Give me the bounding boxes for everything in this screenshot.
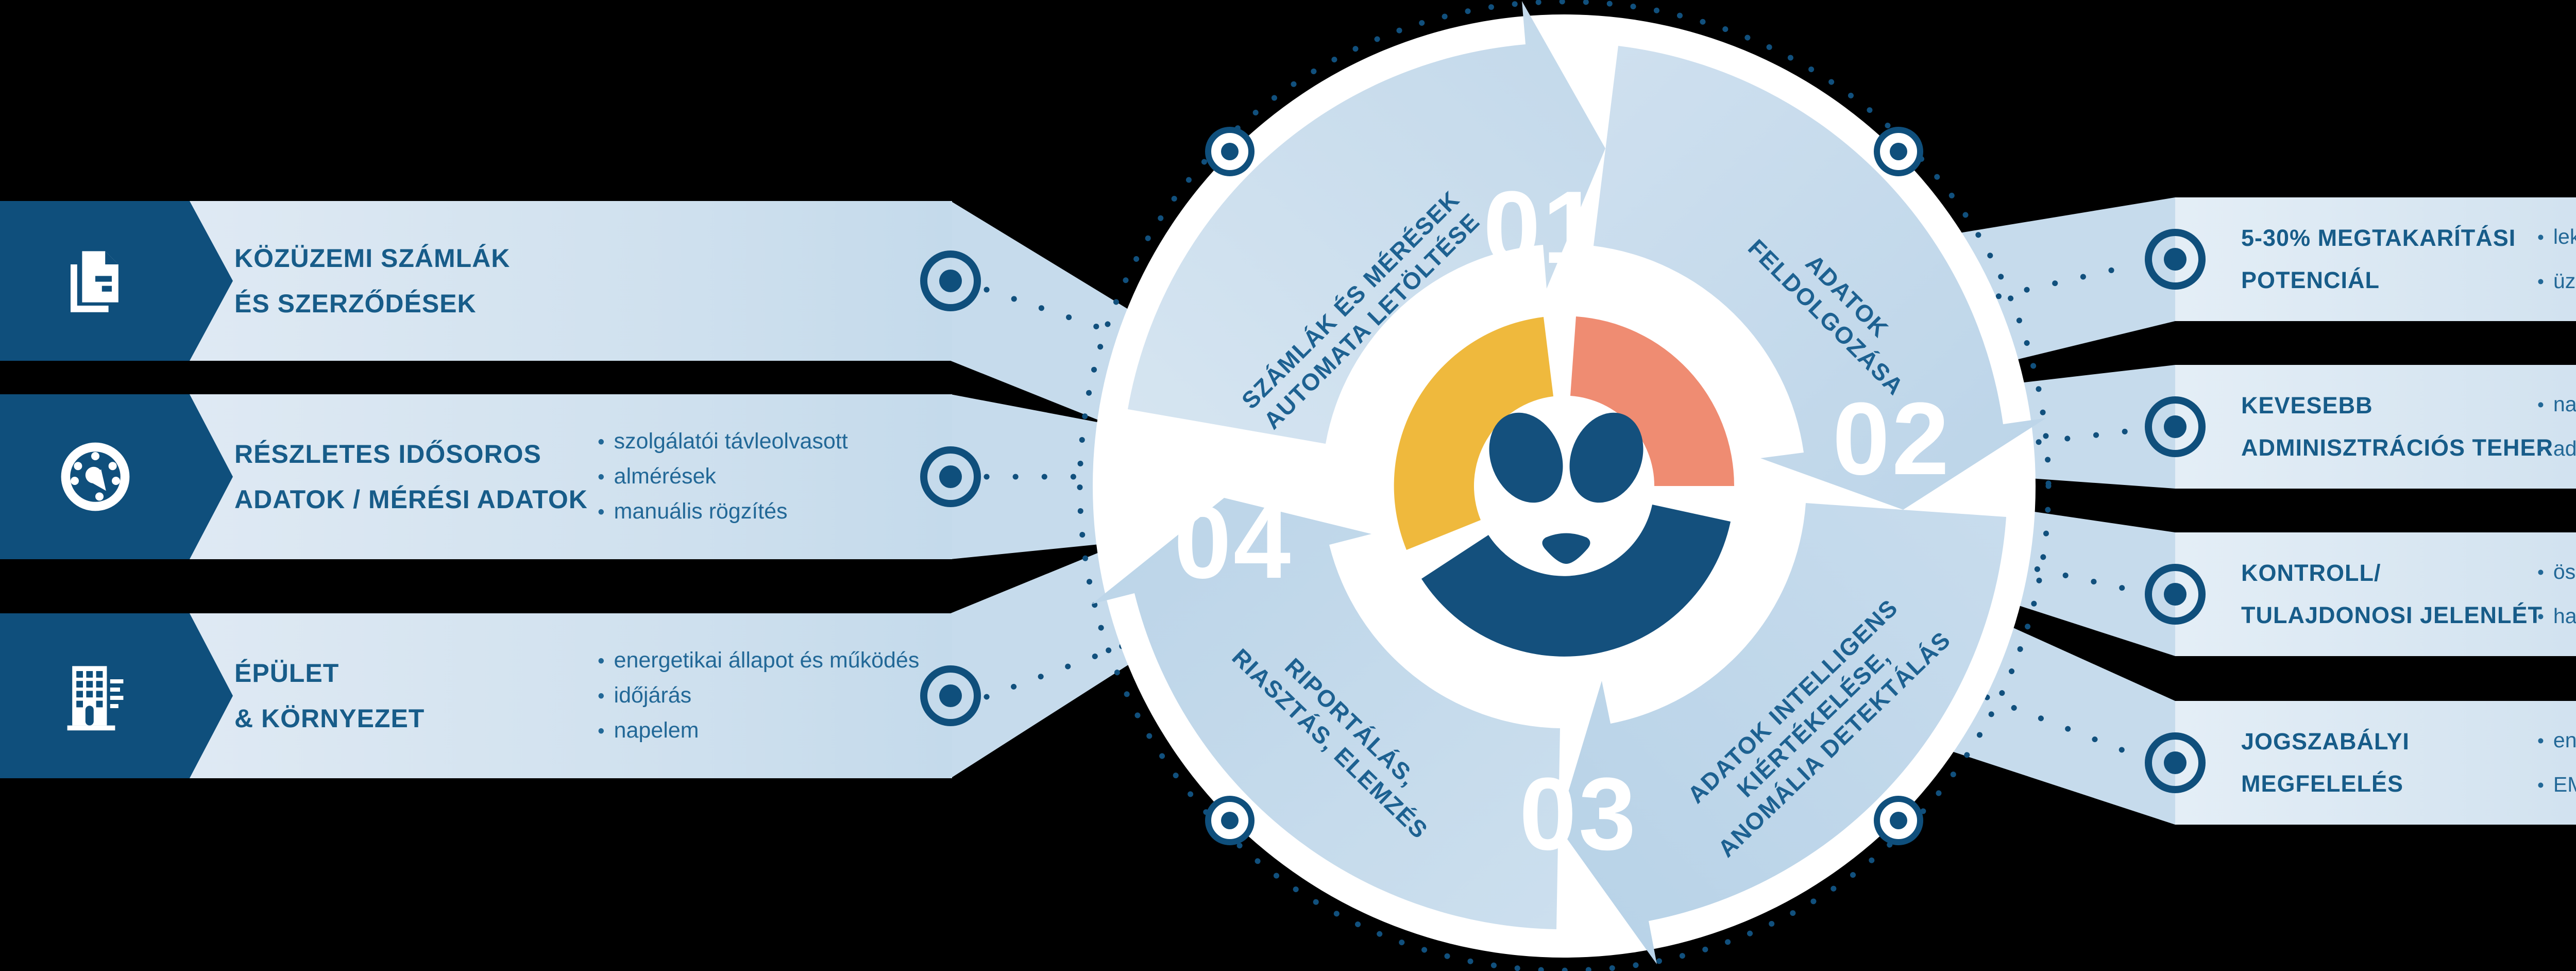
bullet-text: havi riportálás, napi riasztások [2553, 604, 2576, 628]
bullet-text: EMIT [2553, 773, 2576, 796]
bullet-text: összehasonlítás, rangsorolás [2553, 560, 2576, 583]
donut-blue-segment [1421, 505, 1731, 657]
bullet-item: energetikai szakreferns, audit [2537, 718, 2576, 763]
right-band-4-bg [2175, 701, 2576, 825]
bullet-item: szolgálatói távleolvasott [598, 424, 848, 459]
target-left-3 [920, 665, 981, 726]
bullet-text: szolgálatói távleolvasott [614, 429, 848, 454]
dotted-circle-outline [1077, 0, 2052, 971]
title-line: KÖZÜZEMI SZÁMLÁK [234, 244, 511, 273]
bullet-text: üzemidőn kívüli fogyasztás csökkentése [2553, 269, 2576, 293]
bullet-text: napelem [614, 718, 699, 743]
bullet-text: időjárás [614, 683, 692, 708]
bullet-item: lekötött teljesítméy, meddő energia elem… [2537, 215, 2576, 259]
bullet-text: energetikai állapot és működés [614, 648, 920, 673]
right-band-4-bullets: energetikai szakreferns, audit EMIT [2537, 701, 2576, 825]
panda-face [1489, 412, 1643, 564]
left-band-1-bg [155, 201, 952, 361]
right-band-2-title: KEVESEBB ADMINISZTRÁCIÓS TEHER [2241, 365, 2553, 489]
left-band-1-title: KÖZÜZEMI SZÁMLÁK ÉS SZERZŐDÉSEK [234, 201, 510, 361]
right-band-3-title: KONTROLL/ TULAJDONOSI JELENLÉT [2241, 532, 2543, 656]
step-number-01: 01 [1483, 170, 1602, 285]
band-target-markers [920, 229, 2206, 793]
left-band-3-title: ÉPÜLET & KÖRNYEZET [234, 613, 425, 778]
step-number-04: 04 [1174, 485, 1293, 600]
target-right-3 [2145, 564, 2206, 625]
bullet-item: energetikai állapot és működés [598, 643, 920, 678]
ring-segment-01 [1128, 1, 1605, 444]
target-left-2 [920, 446, 981, 507]
bullet-item: naprakész számlák, fogyasztási adatok [2537, 382, 2576, 427]
gauge-icon [61, 442, 130, 511]
panda-nose [1542, 533, 1590, 564]
title-line: 5-30% MEGTAKARÍTÁSI [2241, 225, 2516, 251]
bullet-item: összehasonlítás, rangsorolás [2537, 550, 2576, 594]
bullet-text: lekötött teljesítméy, meddő energia elem… [2553, 225, 2576, 248]
left-band-2-title: RÉSZLETES IDŐSOROS ADATOK / MÉRÉSI ADATO… [234, 394, 588, 559]
title-line: ÉS SZERZŐDÉSEK [234, 289, 477, 318]
right-band-2-bullets: naprakész számlák, fogyasztási adatok ad… [2537, 365, 2576, 489]
building-icon [67, 666, 124, 731]
title-line: MEGFELELÉS [2241, 771, 2404, 797]
right-band-3-bg [2175, 532, 2576, 656]
bullet-text: manuális rögzítés [614, 499, 788, 524]
donut-salmon-segment [1570, 316, 1734, 486]
title-line: ADATOK / MÉRÉSI ADATOK [234, 485, 588, 514]
target-right-2 [2145, 396, 2206, 457]
right-band-1-bullets: lekötött teljesítméy, meddő energia elem… [2537, 197, 2576, 321]
bullet-item: manuális rögzítés [598, 494, 848, 529]
bullet-item: havi riportálás, napi riasztások [2537, 594, 2576, 639]
left-band-2-bullets: szolgálatói távleolvasott almérések manu… [598, 394, 848, 559]
target-left-1 [920, 250, 981, 311]
right-band-4-title: JOGSZABÁLYI MEGFELELÉS [2241, 701, 2410, 825]
bullet-text: energetikai szakreferns, audit [2553, 728, 2576, 752]
bullet-item: adatszolgáltatás, beszerzés támogatás [2537, 427, 2576, 471]
ring-segment-02 [1594, 46, 2046, 510]
target-right-4 [2145, 732, 2206, 793]
bullet-text: almérések [614, 464, 716, 489]
step-number-03: 03 [1519, 757, 1638, 872]
ring-segment-04 [1092, 498, 1560, 929]
bullet-item: időjárás [598, 678, 919, 713]
title-line: & KÖRNYEZET [234, 704, 425, 733]
donut-yellow-segment [1394, 317, 1553, 550]
title-line: ADMINISZTRÁCIÓS TEHER [2241, 434, 2553, 461]
panda-right-eye [1569, 412, 1643, 503]
bullet-text: naprakész számlák, fogyasztási adatok [2553, 392, 2576, 416]
title-line: JOGSZABÁLYI [2241, 728, 2410, 755]
title-line: RÉSZLETES IDŐSOROS [234, 440, 541, 468]
ring-segment-03 [1558, 503, 2006, 964]
bullet-item: EMIT [2537, 763, 2576, 807]
bullet-text: adatszolgáltatás, beszerzés támogatás [2553, 437, 2576, 460]
right-band-1-bg [2175, 197, 2576, 321]
rim-target-markers [1205, 127, 1923, 845]
bullet-item: üzemidőn kívüli fogyasztás csökkentése [2537, 259, 2576, 304]
right-band-3-bullets: összehasonlítás, rangsorolás havi riport… [2537, 532, 2576, 656]
target-right-1 [2145, 229, 2206, 290]
title-line: KONTROLL/ [2241, 560, 2381, 586]
left-icon-block-2 [0, 394, 233, 559]
panda-left-eye [1489, 412, 1563, 503]
right-band-1-title: 5-30% MEGTAKARÍTÁSI POTENCIÁL [2241, 197, 2516, 321]
title-line: TULAJDONOSI JELENLÉT [2241, 602, 2543, 628]
bullet-item: napelem [598, 713, 919, 748]
step-number-02: 02 [1832, 381, 1952, 496]
bullet-item: almérések [598, 459, 848, 494]
right-band-2-bg [2175, 365, 2576, 489]
left-band-3-bullets: energetikai állapot és működés időjárás … [598, 613, 920, 778]
title-line: ÉPÜLET [234, 659, 340, 688]
title-line: KEVESEBB [2241, 392, 2373, 418]
documents-icon [71, 251, 118, 312]
title-line: POTENCIÁL [2241, 267, 2380, 293]
